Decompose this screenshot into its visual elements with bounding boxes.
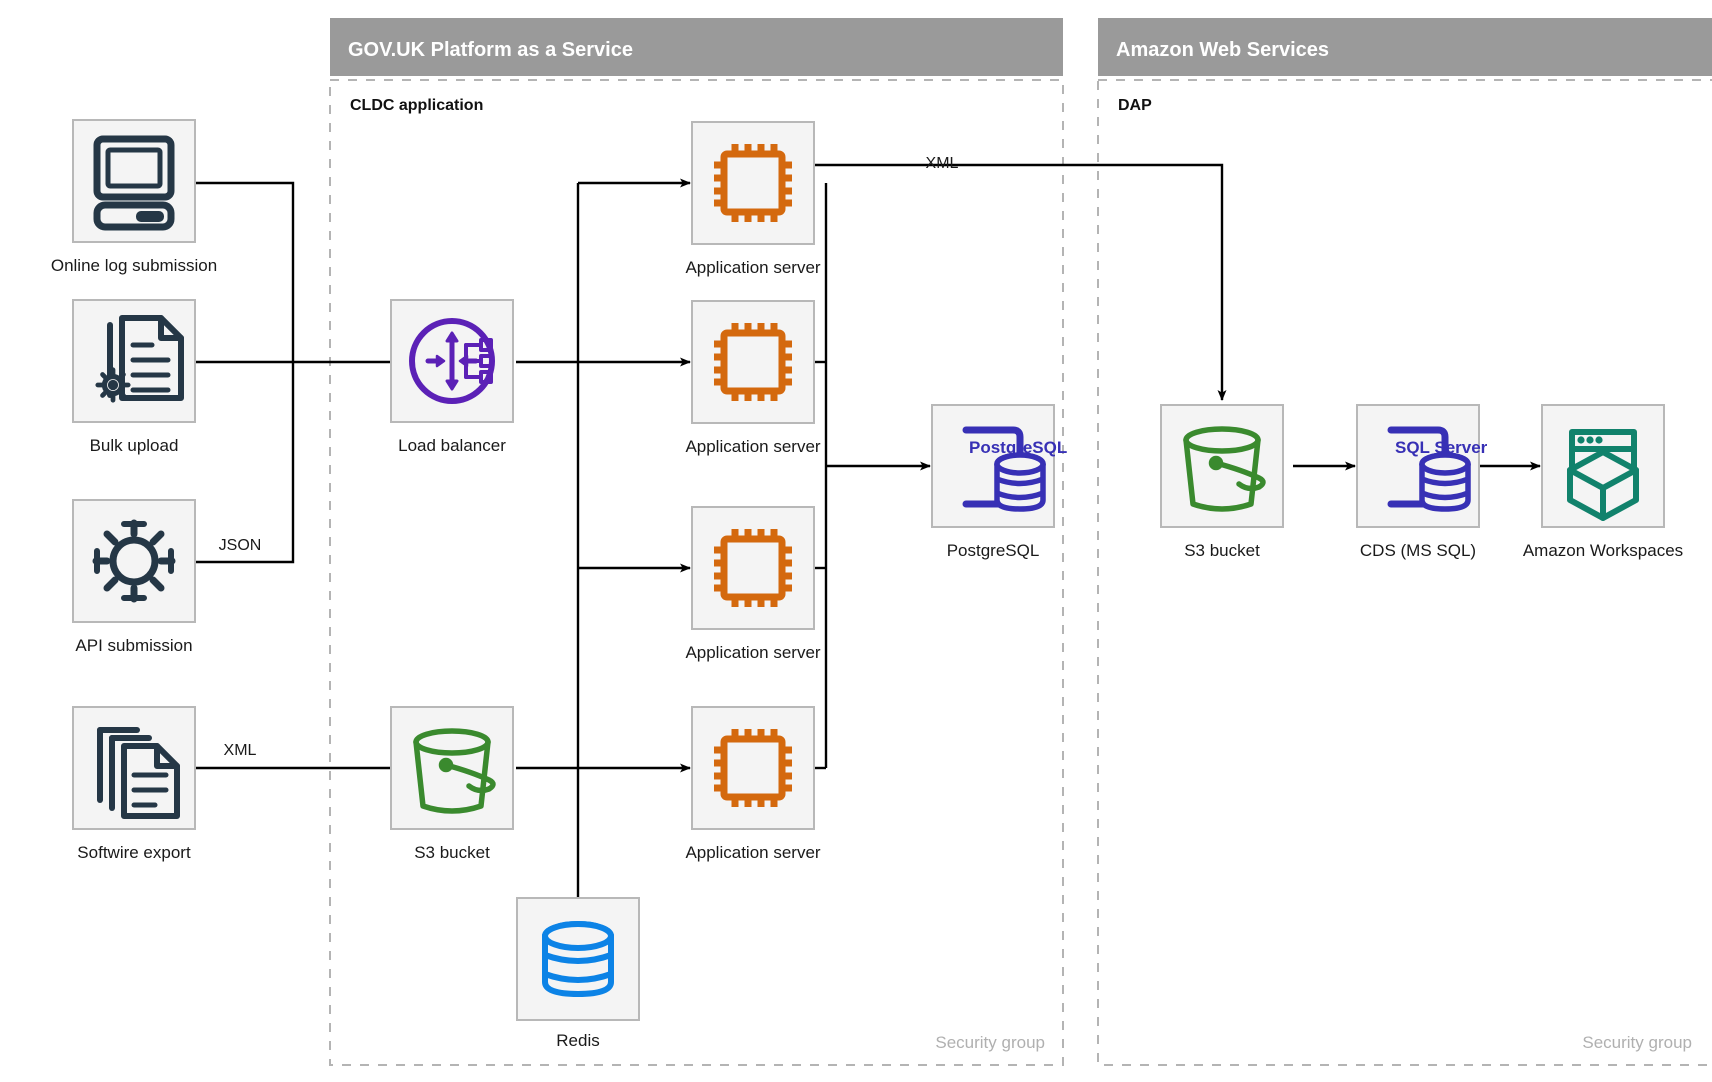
amazon-workspaces-icon bbox=[1567, 429, 1639, 521]
zone-aws-sub-label: DAP bbox=[1118, 97, 1152, 114]
postgresql-icon-text: PostgreSQL bbox=[969, 438, 1067, 457]
s3-bucket-icon bbox=[1183, 426, 1266, 512]
online-log-submission-tile[interactable] bbox=[72, 119, 196, 243]
connectors bbox=[195, 163, 1541, 898]
node-bulk-upload[interactable]: Bulk upload bbox=[72, 299, 196, 455]
gear-icon bbox=[92, 519, 176, 603]
zone-aws-dashed-border bbox=[1097, 79, 1712, 1066]
edge-api-to-bus bbox=[195, 362, 295, 564]
postgresql-icon: PostgreSQL bbox=[962, 426, 1067, 512]
app-server-4-label: Application server bbox=[685, 843, 820, 862]
app-server-2-tile[interactable] bbox=[691, 300, 815, 424]
node-amazon-workspaces[interactable]: Amazon Workspaces bbox=[1523, 404, 1683, 560]
node-app-server-2[interactable]: Application server bbox=[685, 300, 821, 456]
softwire-export-label: Softwire export bbox=[77, 843, 191, 862]
zone-paas-sub-label: CLDC application bbox=[350, 97, 483, 114]
cpu-chip-icon bbox=[714, 323, 792, 401]
node-app-server-4[interactable]: Application server bbox=[685, 706, 821, 862]
node-app-server-3[interactable]: Application server bbox=[685, 506, 821, 662]
amazon-workspaces-label: Amazon Workspaces bbox=[1523, 541, 1683, 560]
app-server-4-tile[interactable] bbox=[691, 706, 815, 830]
zone-paas-dashed-border bbox=[329, 79, 1064, 1066]
edge-label-xml-in: XML bbox=[224, 742, 257, 759]
document-gear-icon bbox=[95, 315, 184, 403]
load-balancer-icon bbox=[409, 318, 495, 404]
node-cds-ms-sql[interactable]: SQL Server CDS (MS SQL) bbox=[1356, 404, 1488, 560]
app-server-1-label: Application server bbox=[685, 258, 820, 277]
zone-paas: GOV.UK Platform as a Service CLDC applic… bbox=[329, 18, 1064, 1066]
node-softwire-export[interactable]: Softwire export bbox=[72, 706, 196, 862]
s3-bucket-icon bbox=[413, 728, 496, 814]
cpu-chip-icon bbox=[714, 729, 792, 807]
zone-aws-header-label: Amazon Web Services bbox=[1116, 39, 1329, 61]
redis-database-icon bbox=[542, 921, 614, 998]
zone-paas-header-bar bbox=[330, 18, 1063, 76]
postgresql-label: PostgreSQL bbox=[947, 541, 1040, 560]
app-server-3-tile[interactable] bbox=[691, 506, 815, 630]
bulk-upload-label: Bulk upload bbox=[90, 436, 179, 455]
node-api-submission[interactable]: API submission bbox=[72, 499, 196, 655]
redis-label: Redis bbox=[556, 1031, 599, 1050]
zone-aws-header-bar bbox=[1098, 18, 1712, 76]
zone-paas-header-label: GOV.UK Platform as a Service bbox=[348, 39, 633, 61]
sql-server-icon-text: SQL Server bbox=[1395, 438, 1488, 457]
s3-bucket-paas-label: S3 bucket bbox=[414, 843, 490, 862]
edge-label-json: JSON bbox=[219, 537, 262, 554]
zone-paas-footer-label: Security group bbox=[935, 1033, 1045, 1052]
documents-stack-icon bbox=[97, 727, 180, 819]
edge-app-1-xml-to-s3 bbox=[814, 163, 1227, 401]
load-balancer-label: Load balancer bbox=[398, 436, 506, 455]
cds-ms-sql-label: CDS (MS SQL) bbox=[1360, 541, 1476, 560]
node-load-balancer[interactable]: Load balancer bbox=[390, 299, 514, 455]
edge-online-log-to-bus bbox=[195, 181, 295, 362]
online-log-submission-label: Online log submission bbox=[51, 256, 217, 275]
node-postgresql[interactable]: PostgreSQL PostgreSQL bbox=[931, 404, 1067, 560]
cpu-chip-icon bbox=[714, 144, 792, 222]
desktop-computer-icon bbox=[93, 135, 175, 231]
zone-aws: Amazon Web Services DAP Security group bbox=[1097, 18, 1712, 1066]
app-server-1-tile[interactable] bbox=[691, 121, 815, 245]
app-server-2-label: Application server bbox=[685, 437, 820, 456]
node-s3-bucket-paas[interactable]: S3 bucket bbox=[390, 706, 514, 862]
edge-label-xml-out: XML bbox=[926, 155, 959, 172]
s3-bucket-aws-label: S3 bucket bbox=[1184, 541, 1260, 560]
node-redis[interactable]: Redis bbox=[516, 897, 640, 1050]
node-app-server-1[interactable]: Application server bbox=[685, 121, 821, 277]
node-online-log-submission[interactable]: Online log submission bbox=[51, 119, 217, 275]
app-server-3-label: Application server bbox=[685, 643, 820, 662]
zone-aws-footer-label: Security group bbox=[1582, 1033, 1692, 1052]
api-submission-label: API submission bbox=[75, 636, 192, 655]
sql-server-icon: SQL Server bbox=[1387, 426, 1488, 512]
node-s3-bucket-aws[interactable]: S3 bucket bbox=[1160, 404, 1284, 560]
cpu-chip-icon bbox=[714, 529, 792, 607]
api-submission-tile[interactable] bbox=[72, 499, 196, 623]
